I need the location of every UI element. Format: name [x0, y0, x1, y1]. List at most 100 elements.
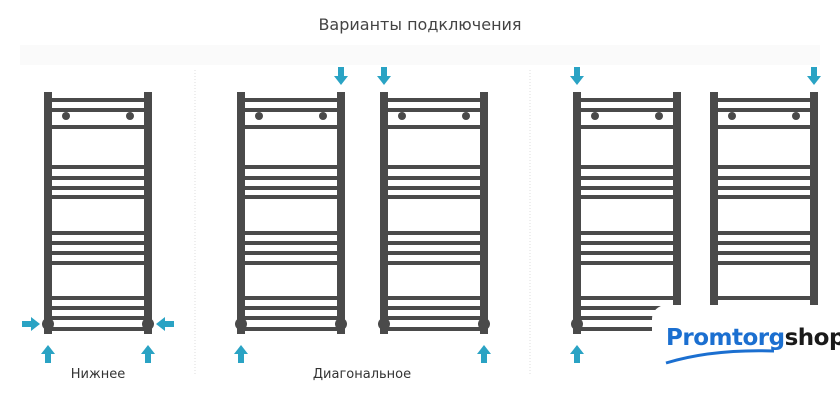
rail-bar [388, 251, 480, 255]
rail-bar [718, 98, 810, 102]
rail-bar [718, 241, 810, 245]
label-bottom: Нижнее [70, 367, 126, 382]
rail-bar [388, 186, 480, 190]
rail-bar [388, 125, 480, 129]
left-rail [44, 92, 52, 334]
rail-bar [581, 165, 673, 169]
rail-bar [718, 165, 810, 169]
rail-bar [52, 195, 144, 199]
connection-joint [378, 318, 390, 330]
rail-bar [52, 165, 144, 169]
rail-bar [581, 176, 673, 180]
rail-bar [52, 186, 144, 190]
knob [398, 112, 406, 120]
rail-bar [245, 296, 337, 300]
connection-joint [478, 318, 490, 330]
arrow-up-icon [41, 345, 55, 363]
knob [462, 112, 470, 120]
rail-bar [245, 231, 337, 235]
connection-joint [571, 318, 583, 330]
rail-bar [52, 306, 144, 310]
rail-bar [388, 327, 480, 331]
connection-joint [235, 318, 247, 330]
rail-bar [581, 241, 673, 245]
rail-bar [245, 261, 337, 265]
arrow-up-icon [141, 345, 155, 363]
right-rail [337, 92, 345, 334]
rail-bar [388, 98, 480, 102]
rail-bar [388, 165, 480, 169]
rail-bar [581, 231, 673, 235]
rail-bar [52, 108, 144, 112]
arrow-up-icon [570, 345, 584, 363]
rail-bar [245, 327, 337, 331]
rail-bar [581, 306, 673, 310]
arrow-down-icon [377, 67, 391, 85]
arrow-down-icon [334, 67, 348, 85]
rail-bar [581, 98, 673, 102]
rail-bar [245, 251, 337, 255]
rail-bar [52, 261, 144, 265]
rail-bar [388, 241, 480, 245]
rail-bar [52, 98, 144, 102]
rail-bar [52, 251, 144, 255]
arrow-right-icon [22, 317, 40, 331]
right-rail [480, 92, 488, 334]
connection-joint [142, 318, 154, 330]
rail-bar [245, 176, 337, 180]
rail-bar [52, 327, 144, 331]
knob [62, 112, 70, 120]
rail-bar [52, 231, 144, 235]
rail-bar [581, 108, 673, 112]
rail-bar [388, 108, 480, 112]
right-rail [144, 92, 152, 334]
rail-bar [245, 316, 337, 320]
rail-bar [388, 296, 480, 300]
rail-bar [52, 316, 144, 320]
knob [728, 112, 736, 120]
connection-joint [42, 318, 54, 330]
rail-bar [388, 231, 480, 235]
rail-bar [245, 186, 337, 190]
rail-bar [245, 108, 337, 112]
rail-bar [581, 186, 673, 190]
rail-bar [581, 327, 673, 331]
rail-bar [718, 186, 810, 190]
rail-bar [581, 251, 673, 255]
rail-bar [245, 306, 337, 310]
rail-bar [581, 125, 673, 129]
rail-bar [52, 241, 144, 245]
arrow-down-icon [570, 67, 584, 85]
rail-bar [245, 98, 337, 102]
rail-bar [388, 261, 480, 265]
rail-bar [581, 195, 673, 199]
rail-bar [718, 296, 810, 300]
rail-bar [388, 316, 480, 320]
right-rail [673, 92, 681, 334]
left-rail [710, 92, 718, 305]
left-rail [380, 92, 388, 334]
rail-bar [52, 125, 144, 129]
rail-bar [245, 165, 337, 169]
rail-bar [245, 125, 337, 129]
rail-bar [245, 195, 337, 199]
rail-bar [718, 176, 810, 180]
label-diagonal: Диагональное [312, 367, 412, 382]
connection-joint [335, 318, 347, 330]
rail-bar [718, 108, 810, 112]
knob [255, 112, 263, 120]
left-rail [573, 92, 581, 334]
knob [126, 112, 134, 120]
rail-bar [718, 231, 810, 235]
arrow-up-icon [234, 345, 248, 363]
header-band [20, 45, 820, 65]
rail-bar [245, 241, 337, 245]
rail-bar [581, 316, 673, 320]
arrow-left-icon [156, 317, 174, 331]
rail-bar [388, 306, 480, 310]
rail-bar [52, 296, 144, 300]
rail-bar [581, 296, 673, 300]
arrow-down-icon [807, 67, 821, 85]
right-rail [810, 92, 818, 305]
